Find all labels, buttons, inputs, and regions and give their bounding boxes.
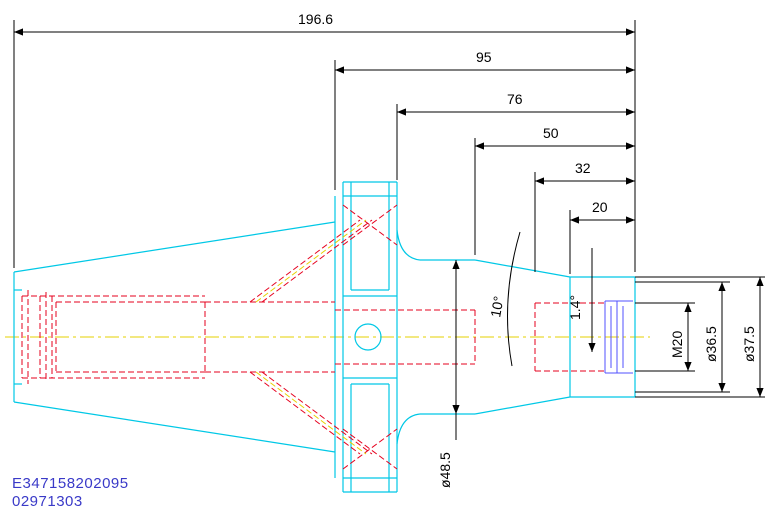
dim-taper-angle: 10° xyxy=(487,295,506,319)
dim-thread-m20: M20 xyxy=(669,331,685,358)
dim-dia-37-5: ø37.5 xyxy=(741,326,757,362)
dim-20: 20 xyxy=(592,199,608,215)
dim-76: 76 xyxy=(507,91,523,107)
angle-arc-10 xyxy=(507,231,521,367)
channel-centerlines xyxy=(255,219,367,455)
dim-dia-36-5: ø36.5 xyxy=(703,326,719,362)
dim-dia-48-5: ø48.5 xyxy=(437,452,453,488)
part-number: E347158202095 xyxy=(12,475,129,492)
hidden-lines xyxy=(21,204,605,470)
order-number: 02971303 xyxy=(12,493,83,510)
m20-thread xyxy=(604,300,633,374)
dim-95: 95 xyxy=(476,49,492,65)
dim-overall-length: 196.6 xyxy=(298,11,333,27)
dim-32: 32 xyxy=(575,160,591,176)
dimension-lines xyxy=(13,20,765,440)
dim-50: 50 xyxy=(543,125,559,141)
dim-angle-small: 1.4° xyxy=(567,295,583,320)
